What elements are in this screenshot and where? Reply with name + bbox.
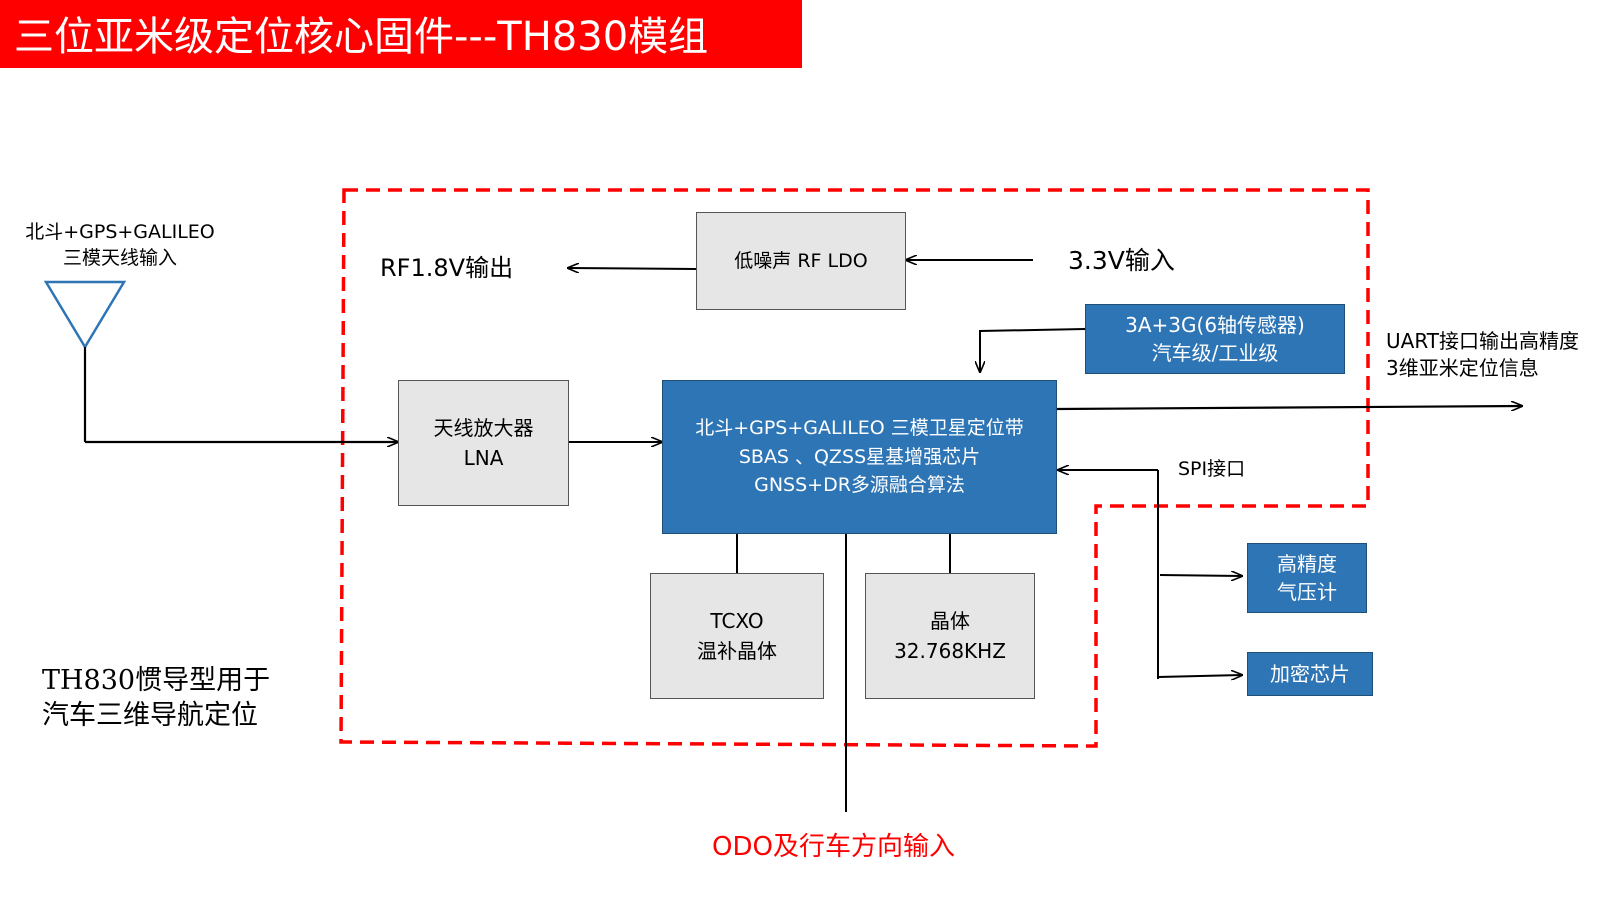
ldo-box: 低噪声 RF LDO bbox=[696, 212, 906, 310]
imu-sensor-box: 3A+3G(6轴传感器) 汽车级/工业级 bbox=[1085, 304, 1345, 374]
crypto-chip-box: 加密芯片 bbox=[1247, 652, 1373, 696]
antenna-icon bbox=[43, 280, 127, 442]
page-title: 三位亚米级定位核心固件---TH830模组 bbox=[14, 14, 709, 60]
wire-sensor-chip bbox=[980, 329, 1085, 372]
antenna-label-line2: 三模天线输入 bbox=[62, 246, 177, 269]
crystal-line2: 32.768KHZ bbox=[894, 639, 1006, 663]
ldo-box-label: 低噪声 RF LDO bbox=[734, 249, 868, 272]
lna-box: 天线放大器 LNA bbox=[398, 380, 569, 506]
uart-label-line2: 3维亚米定位信息 bbox=[1386, 356, 1539, 380]
imu-sensor-line1: 3A+3G(6轴传感器) bbox=[1125, 313, 1305, 337]
tcxo-line1: TCXO bbox=[710, 609, 764, 633]
usage-note-line2: 汽车三维导航定位 bbox=[42, 699, 258, 731]
imu-sensor-line2: 汽车级/工业级 bbox=[1151, 341, 1279, 365]
rf-output-label: RF1.8V输出 bbox=[380, 254, 514, 282]
module-boundary bbox=[339, 188, 1370, 748]
wire-ldo-rfout bbox=[568, 268, 697, 269]
power-input-label: 3.3V输入 bbox=[1068, 246, 1175, 275]
crypto-chip-label: 加密芯片 bbox=[1270, 662, 1350, 686]
tcxo-line2: 温补晶体 bbox=[697, 639, 777, 663]
gnss-chip-line1: 北斗+GPS+GALILEO 三模卫星定位带 bbox=[695, 417, 1024, 440]
crystal-line1: 晶体 bbox=[930, 609, 970, 633]
barometer-box: 高精度 气压计 bbox=[1247, 543, 1367, 613]
tcxo-box: TCXO 温补晶体 bbox=[650, 573, 824, 699]
crystal-box: 晶体 32.768KHZ bbox=[865, 573, 1035, 699]
barometer-line1: 高精度 bbox=[1277, 552, 1337, 576]
title-banner: 三位亚米级定位核心固件---TH830模组 bbox=[0, 0, 802, 68]
antenna-input-label: 北斗+GPS+GALILEO 三模天线输入 bbox=[22, 220, 218, 271]
barometer-line2: 气压计 bbox=[1277, 580, 1337, 604]
wire-spi-crypto bbox=[1157, 675, 1242, 677]
gnss-chip-line2: SBAS 、QZSS星基增强芯片 bbox=[738, 445, 981, 468]
uart-label-line1: UART接口输出高精度 bbox=[1386, 329, 1579, 353]
uart-output-label: UART接口输出高精度 3维亚米定位信息 bbox=[1386, 328, 1579, 382]
wire-spi-barometer bbox=[1159, 575, 1242, 576]
usage-note-line1: TH830惯导型用于 bbox=[42, 665, 271, 696]
gnss-chip-line3: GNSS+DR多源融合算法 bbox=[754, 474, 965, 497]
lna-box-line2: LNA bbox=[463, 446, 504, 470]
gnss-chip-box: 北斗+GPS+GALILEO 三模卫星定位带 SBAS 、QZSS星基增强芯片 … bbox=[662, 380, 1057, 534]
odo-input-label: ODO及行车方向输入 bbox=[712, 832, 955, 862]
spi-interface-label: SPI接口 bbox=[1178, 458, 1246, 480]
wire-uart-out bbox=[1056, 406, 1522, 409]
lna-box-line1: 天线放大器 bbox=[433, 416, 534, 440]
usage-note: TH830惯导型用于 汽车三维导航定位 bbox=[42, 664, 270, 733]
antenna-label-line1: 北斗+GPS+GALILEO bbox=[25, 221, 215, 243]
